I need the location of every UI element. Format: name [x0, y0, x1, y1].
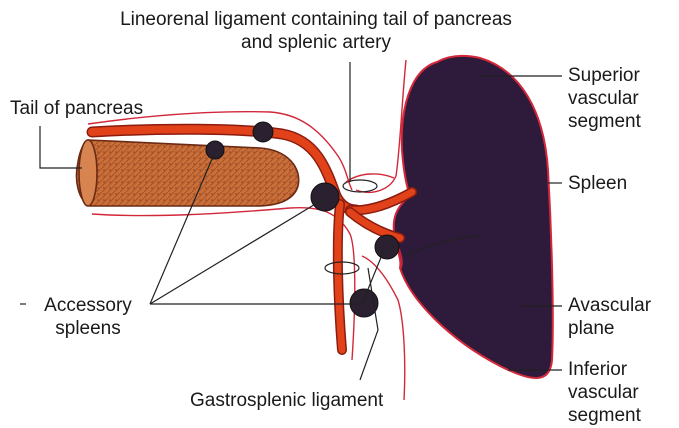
spleen-shape — [394, 56, 553, 378]
accessory-spleen-3 — [311, 183, 339, 211]
label-avascular-line1: Avascular — [568, 294, 651, 317]
leader-tail-of-pancreas — [40, 126, 82, 168]
pancreas-tail-end — [79, 140, 97, 206]
label-accessory-line2: spleens — [30, 317, 146, 340]
accessory-spleen-4 — [375, 235, 399, 259]
label-avascular-line2: plane — [568, 317, 651, 340]
label-inferior-line2: vascular — [568, 381, 641, 404]
label-lineorenal-line1: Lineorenal ligament containing tail of p… — [90, 8, 542, 31]
pancreas-tail-shape — [77, 140, 299, 206]
label-superior-vascular-segment: Superior vascular segment — [568, 64, 641, 133]
label-superior-line2: vascular — [568, 87, 641, 110]
label-accessory-line1: Accessory — [30, 294, 146, 317]
label-tail-of-pancreas: Tail of pancreas — [10, 97, 143, 120]
label-superior-line3: segment — [568, 110, 641, 133]
label-avascular-plane: Avascular plane — [568, 294, 651, 340]
peritoneum-inner-line — [362, 256, 405, 400]
label-gastrosplenic-ligament: Gastrosplenic ligament — [190, 389, 383, 412]
label-superior-line1: Superior — [568, 64, 641, 87]
label-lineorenal-line2: and splenic artery — [90, 31, 542, 54]
leader-gastrosplenic — [360, 268, 378, 380]
peritoneum-right-line — [356, 60, 406, 192]
accessory-spleen-2 — [206, 141, 224, 159]
lineorenal-ligament-ring — [343, 180, 377, 192]
label-accessory-spleens: Accessory spleens — [30, 294, 146, 340]
label-inferior-line1: Inferior — [568, 358, 641, 381]
label-inferior-line3: segment — [568, 404, 641, 427]
label-lineorenal-ligament: Lineorenal ligament containing tail of p… — [90, 8, 542, 54]
label-inferior-vascular-segment: Inferior vascular segment — [568, 358, 641, 427]
accessory-spleen-1 — [253, 122, 273, 142]
label-spleen: Spleen — [568, 172, 627, 195]
